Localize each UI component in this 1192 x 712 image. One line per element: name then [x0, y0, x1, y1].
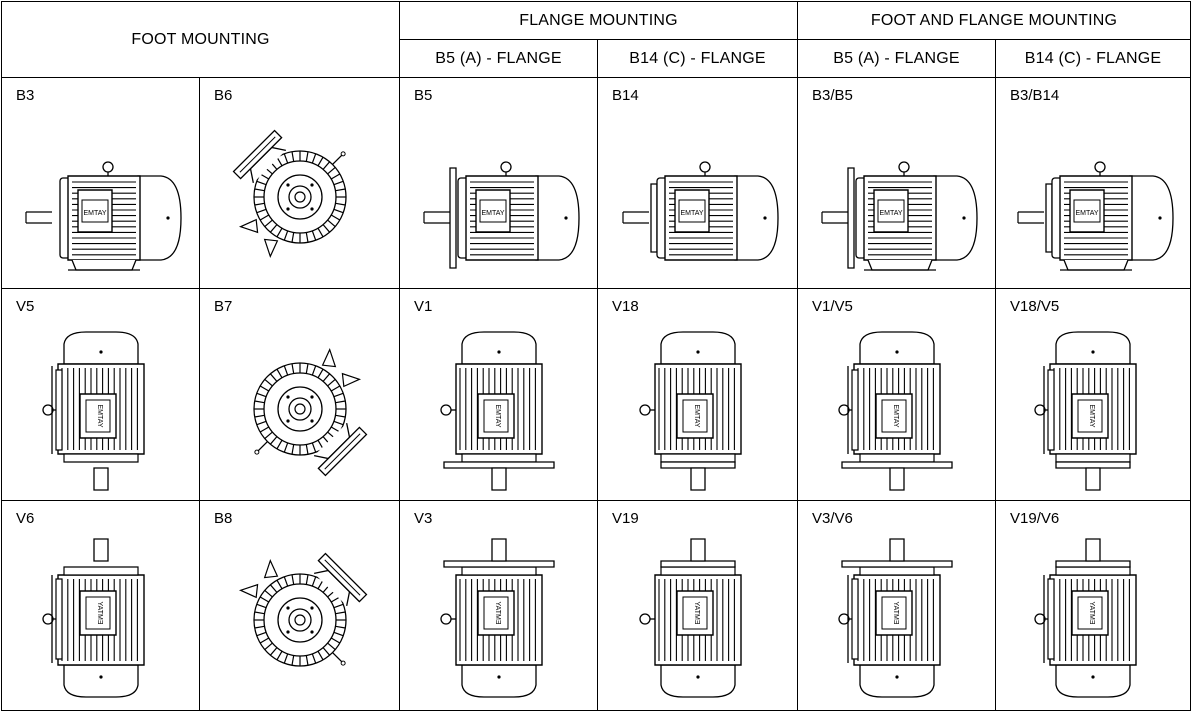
- motor-up-view-drawing: EMTAY: [812, 535, 982, 705]
- motor-down-view-drawing: EMTAY: [1008, 324, 1178, 494]
- motor-up-view-drawing: EMTAY: [1008, 535, 1178, 705]
- svg-text:EMTAY: EMTAY: [693, 601, 700, 624]
- mounting-code: B3/B14: [1010, 87, 1060, 104]
- foot-mounting-header: FOOT MOUNTING: [0, 1, 401, 78]
- mounting-code: V3: [414, 510, 433, 527]
- mounting-code: V3/V6: [812, 510, 853, 527]
- mounting-code: V6: [16, 510, 35, 527]
- svg-text:EMTAY: EMTAY: [481, 210, 504, 217]
- mounting-code: B3: [16, 87, 35, 104]
- motor-down-view-drawing: EMTAY: [812, 324, 982, 494]
- motor-up-view-drawing: EMTAY: [16, 535, 186, 705]
- svg-text:EMTAY: EMTAY: [96, 404, 103, 427]
- foot-and-flange-mounting-header: FOOT AND FLANGE MOUNTING: [797, 1, 1192, 40]
- svg-text:EMTAY: EMTAY: [494, 601, 501, 624]
- motor-side-view-drawing: EMTAY: [812, 112, 982, 282]
- svg-text:EMTAY: EMTAY: [494, 404, 501, 427]
- motor-up-view-drawing: EMTAY: [414, 535, 584, 705]
- motor-side-view-drawing: EMTAY: [414, 112, 584, 282]
- mounting-code: B3/B5: [812, 87, 853, 104]
- mounting-cell-b7: B7: [198, 288, 401, 501]
- svg-text:EMTAY: EMTAY: [96, 601, 103, 624]
- mounting-code: V18: [612, 298, 639, 315]
- mounting-cell-b8: B8: [198, 500, 401, 711]
- mounting-code: V19: [612, 510, 639, 527]
- motor-down-view-drawing: EMTAY: [16, 324, 186, 494]
- svg-text:EMTAY: EMTAY: [892, 601, 899, 624]
- mounting-code: B5: [414, 87, 433, 104]
- mounting-code: B7: [214, 298, 233, 315]
- motor-end-view-drawing: [215, 535, 385, 705]
- mounting-code: V19/V6: [1010, 510, 1060, 527]
- foot-flange-b14-subheader: B14 (C) - FLANGE: [995, 39, 1192, 78]
- svg-text:EMTAY: EMTAY: [693, 404, 700, 427]
- motor-end-view-drawing: [215, 112, 385, 282]
- svg-text:EMTAY: EMTAY: [892, 404, 899, 427]
- motor-end-view-drawing: [215, 324, 385, 494]
- svg-text:EMTAY: EMTAY: [1088, 404, 1095, 427]
- mounting-code: V18/V5: [1010, 298, 1060, 315]
- flange-b5-subheader: B5 (A) - FLANGE: [399, 39, 599, 78]
- svg-text:EMTAY: EMTAY: [1075, 210, 1098, 217]
- svg-text:EMTAY: EMTAY: [680, 210, 703, 217]
- mounting-cell-b6: B6: [198, 77, 401, 289]
- mounting-code: B6: [214, 87, 233, 104]
- motor-side-view-drawing: EMTAY: [613, 112, 783, 282]
- motor-side-view-drawing: EMTAY: [16, 112, 186, 282]
- mounting-code: V5: [16, 298, 35, 315]
- motor-side-view-drawing: EMTAY: [1008, 112, 1178, 282]
- svg-text:EMTAY: EMTAY: [879, 210, 902, 217]
- flange-mounting-header: FLANGE MOUNTING: [399, 1, 799, 40]
- svg-text:EMTAY: EMTAY: [1088, 601, 1095, 624]
- mounting-code: V1/V5: [812, 298, 853, 315]
- motor-up-view-drawing: EMTAY: [613, 535, 783, 705]
- foot-flange-b5-subheader: B5 (A) - FLANGE: [797, 39, 997, 78]
- svg-text:EMTAY: EMTAY: [83, 210, 106, 217]
- motor-down-view-drawing: EMTAY: [613, 324, 783, 494]
- mounting-code: V1: [414, 298, 433, 315]
- mounting-code: B8: [214, 510, 233, 527]
- flange-b14-subheader: B14 (C) - FLANGE: [597, 39, 799, 78]
- motor-down-view-drawing: EMTAY: [414, 324, 584, 494]
- mounting-code: B14: [612, 87, 639, 104]
